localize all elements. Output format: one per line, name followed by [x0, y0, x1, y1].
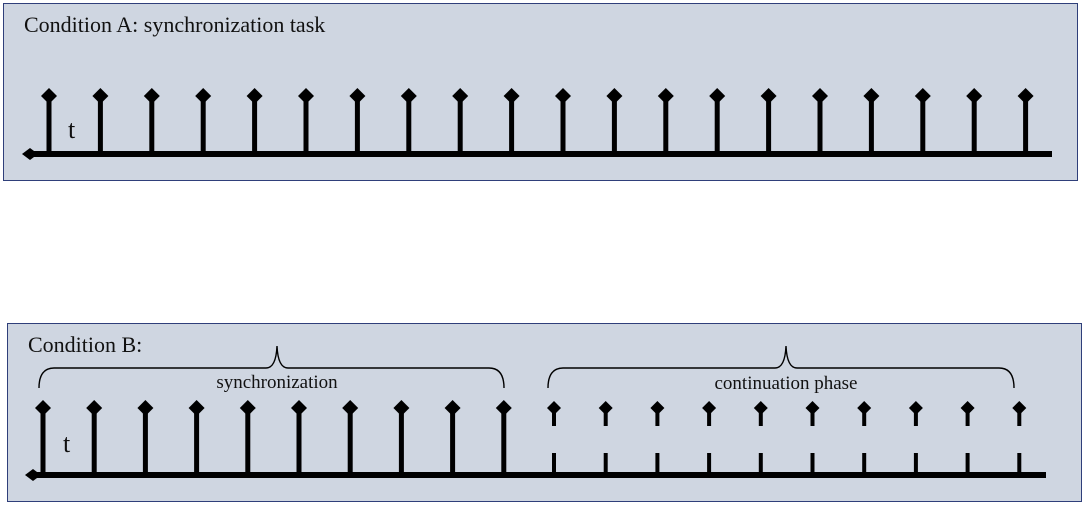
sync-pulse-diamond — [342, 400, 359, 416]
continuation-pulse-diamond — [753, 401, 768, 415]
sync-pulse-diamond — [239, 400, 256, 416]
sync-pulse-diamond — [188, 400, 205, 416]
condition-b-timeline: synchronization continuation phase t — [25, 345, 1046, 481]
synchronization-brace — [38, 345, 505, 389]
synchronization-label: synchronization — [216, 372, 338, 393]
pulse-diamond — [246, 88, 263, 104]
sync-pulse-diamond — [35, 400, 51, 416]
pulse-diamond — [709, 88, 726, 104]
condition-a-timeline: t — [22, 88, 1052, 160]
continuation-pulse-diamond — [908, 401, 923, 415]
condition-b-panel: Condition B: synchronization continuatio… — [7, 323, 1082, 502]
pulse-diamond — [195, 88, 212, 104]
condition-b-pulses — [35, 400, 1027, 475]
pulse-diamond — [41, 88, 57, 104]
continuation-brace — [547, 345, 1015, 389]
pulse-diamond — [349, 88, 366, 104]
condition-a-axis-start-marker — [22, 148, 38, 160]
sync-pulse-diamond — [86, 400, 103, 416]
sync-pulse-diamond — [291, 400, 307, 416]
condition-a-interval-label: t — [68, 115, 76, 144]
pulse-diamond — [143, 88, 160, 104]
sync-pulse-diamond — [444, 400, 461, 416]
condition-a-pulses — [41, 88, 1034, 154]
continuation-pulse-diamond — [598, 401, 613, 415]
pulse-diamond — [400, 88, 417, 104]
continuation-pulse-diamond — [547, 401, 561, 415]
pulse-diamond — [298, 88, 314, 104]
pulse-diamond — [92, 88, 109, 104]
sync-pulse-diamond — [495, 400, 512, 416]
pulse-diamond — [966, 88, 983, 104]
continuation-pulse-diamond — [650, 401, 665, 415]
condition-a-title: Condition A: synchronization task — [24, 12, 326, 37]
pulse-diamond — [812, 88, 828, 104]
pulse-diamond — [863, 88, 880, 104]
condition-a-panel: Condition A: synchronization task t — [3, 3, 1078, 181]
pulse-diamond — [452, 88, 469, 104]
condition-b-interval-label: t — [63, 429, 71, 458]
condition-b-axis-start-marker — [25, 469, 41, 481]
pulse-diamond — [606, 88, 623, 104]
pulse-diamond — [1017, 88, 1034, 104]
condition-b-title: Condition B: — [28, 332, 143, 357]
pulse-diamond — [555, 88, 571, 104]
sync-pulse-diamond — [137, 400, 154, 416]
continuation-pulse-diamond — [857, 401, 872, 415]
pulse-diamond — [657, 88, 674, 104]
continuation-pulse-diamond — [960, 401, 975, 415]
sync-pulse-diamond — [393, 400, 410, 416]
pulse-diamond — [914, 88, 931, 104]
continuation-pulse-diamond — [1012, 401, 1027, 415]
pulse-diamond — [503, 88, 520, 104]
pulse-diamond — [760, 88, 777, 104]
continuation-pulse-diamond — [702, 401, 717, 415]
continuation-pulse-diamond — [805, 401, 820, 415]
continuation-label: continuation phase — [715, 373, 858, 394]
